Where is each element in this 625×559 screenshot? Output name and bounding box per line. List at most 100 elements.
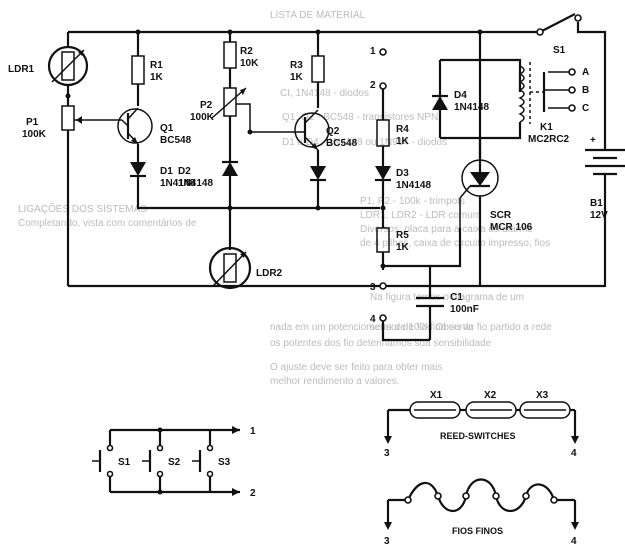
- k1-contact-c: C: [582, 103, 589, 114]
- r4-ref: R4: [396, 124, 409, 135]
- p1-ref: P1: [26, 117, 39, 128]
- terminal-1: 1: [370, 46, 387, 57]
- reed-term-3: 3: [384, 448, 390, 459]
- background-text-line: melhor rendimento a valores.: [270, 376, 400, 387]
- svg-text:+: +: [590, 135, 596, 146]
- background-text-line: LIGAÇÕES DOS SISTEMAS: [18, 202, 147, 215]
- r3-ref: R3: [290, 60, 303, 71]
- d-bus-wire: [136, 176, 380, 210]
- terminal-3: 3: [370, 282, 387, 293]
- scr-mcr106: SCR MCR 106: [459, 159, 533, 233]
- d4-ref: D4: [454, 90, 467, 101]
- ldr1: LDR1: [8, 32, 89, 87]
- d2-ref: D2: [178, 166, 191, 177]
- p2-ref: P2: [200, 100, 213, 111]
- r5-ref: R5: [396, 230, 409, 241]
- svg-text:1: 1: [370, 46, 376, 57]
- scr-value: MCR 106: [490, 222, 533, 233]
- ldr1-label: LDR1: [8, 64, 35, 75]
- d1-ref: D1: [160, 166, 173, 177]
- relay-coil-k1: A B C K1 MC2RC2: [440, 62, 589, 145]
- transistor-q2: Q2 BC548: [290, 109, 358, 151]
- fine-wire-panel: 3 4 FIOS FINOS: [384, 478, 579, 547]
- capacitor-c1: C1 100nF: [381, 292, 479, 342]
- resistor-r2: R2 10K: [223, 41, 259, 69]
- d2-value: 1N4148: [178, 178, 213, 189]
- reed-x2: X2: [484, 390, 497, 401]
- svg-text:3: 3: [370, 282, 376, 293]
- b1-ref: B1: [590, 198, 603, 209]
- background-text-line: nada em um potenciometro de 100k. Observ…: [270, 322, 474, 333]
- r1-value: 1K: [150, 72, 164, 83]
- svg-text:4: 4: [370, 314, 376, 325]
- k1-contact-b: B: [582, 85, 589, 96]
- terminal-4: 4: [370, 314, 387, 325]
- reed-x3: X3: [536, 390, 549, 401]
- d3-ref: D3: [396, 168, 409, 179]
- r5-value: 1K: [396, 242, 410, 253]
- diode-d4: D4 1N4148: [432, 90, 489, 113]
- d1-value: 1N4148: [160, 178, 195, 189]
- background-text-line: Diversos: placa para a caixa do alarme: [360, 224, 533, 235]
- scr-ref: SCR: [490, 210, 512, 221]
- p1-value: 100K: [22, 129, 47, 140]
- reed-switch-panel: 3 4 X1 X2 X3 REED-SWITCHES: [384, 390, 579, 459]
- diode-d2: D2 1N4148: [178, 160, 238, 189]
- c1-value: 100nF: [450, 304, 479, 315]
- background-text-line: Completando, vista com comentários de: [18, 218, 197, 229]
- c1-ref: C1: [450, 292, 463, 303]
- background-text-line: O ajuste deve ser feito para obter mais: [270, 362, 442, 373]
- background-text-line: de 4 pilhas, caixa de circuito impresso,…: [360, 238, 550, 249]
- battery-b1: + B1 12V: [585, 135, 625, 221]
- b1-value: 12V: [590, 210, 608, 221]
- transistor-q1: Q1 BC548: [117, 107, 192, 146]
- ldr2: LDR2: [208, 246, 283, 290]
- resistor-r1: R1 1K: [131, 55, 164, 85]
- k1-contact-a: A: [582, 67, 589, 78]
- s1-label: S1: [553, 45, 566, 56]
- wire-caption: FIOS FINOS: [452, 526, 503, 536]
- r4-value: 1K: [396, 136, 410, 147]
- reed-x1: X1: [430, 390, 443, 401]
- p2-value: 100K: [190, 112, 215, 123]
- r2-value: 10K: [240, 58, 259, 69]
- background-text-line: P1, P2 - 100k - trimpots: [360, 196, 465, 207]
- q1-value: BC548: [160, 135, 192, 146]
- background-text-line: LDR1, LDR2 - LDR comum: [360, 210, 481, 221]
- switch-panel: 1 2 S1 S2 S3: [92, 426, 256, 499]
- wire-term-4: 4: [571, 536, 577, 547]
- resistor-r3: R3 1K: [290, 55, 325, 83]
- trimpot-p1: P1 100K: [22, 105, 122, 140]
- switch-s1: S1: [536, 13, 607, 150]
- background-text-line: D1 a D4 - 1N4148 ou 1N914 - diodos: [282, 137, 447, 148]
- panel-s2: S2: [168, 457, 181, 468]
- q2-value: BC548: [326, 138, 358, 149]
- d3-value: 1N4148: [396, 180, 431, 191]
- trimpot-p2: P2 100K: [190, 87, 290, 135]
- q2-ref: Q2: [326, 126, 340, 137]
- background-text-line: Na figura temos o diagrama de um: [370, 292, 524, 303]
- r1-ref: R1: [150, 60, 163, 71]
- background-text-line: CI, 1N4148 - diodos: [280, 88, 369, 99]
- background-text-line: LISTA DE MATERIAL: [270, 10, 366, 21]
- background-text-line: os potentes dos fio detenhamos sua sensi…: [270, 338, 492, 349]
- k1-value: MC2RC2: [528, 134, 570, 145]
- diode-d-q2: [310, 166, 326, 182]
- background-text-line: sensor de fio fino ou de fio partido a r…: [370, 322, 552, 333]
- ldr2-label: LDR2: [256, 268, 283, 279]
- r2-ref: R2: [240, 46, 253, 57]
- switch-panel-term2: 2: [250, 488, 256, 499]
- r3-value: 1K: [290, 72, 304, 83]
- svg-text:2: 2: [370, 80, 376, 91]
- q1-ref: Q1: [160, 123, 174, 134]
- panel-s3: S3: [218, 457, 231, 468]
- reed-term-4: 4: [571, 448, 577, 459]
- wire-term-3: 3: [384, 536, 390, 547]
- bottom-rail-wire: [68, 200, 607, 288]
- reed-caption: REED-SWITCHES: [440, 431, 516, 441]
- k1-ref: K1: [540, 122, 553, 133]
- d4-value: 1N4148: [454, 102, 489, 113]
